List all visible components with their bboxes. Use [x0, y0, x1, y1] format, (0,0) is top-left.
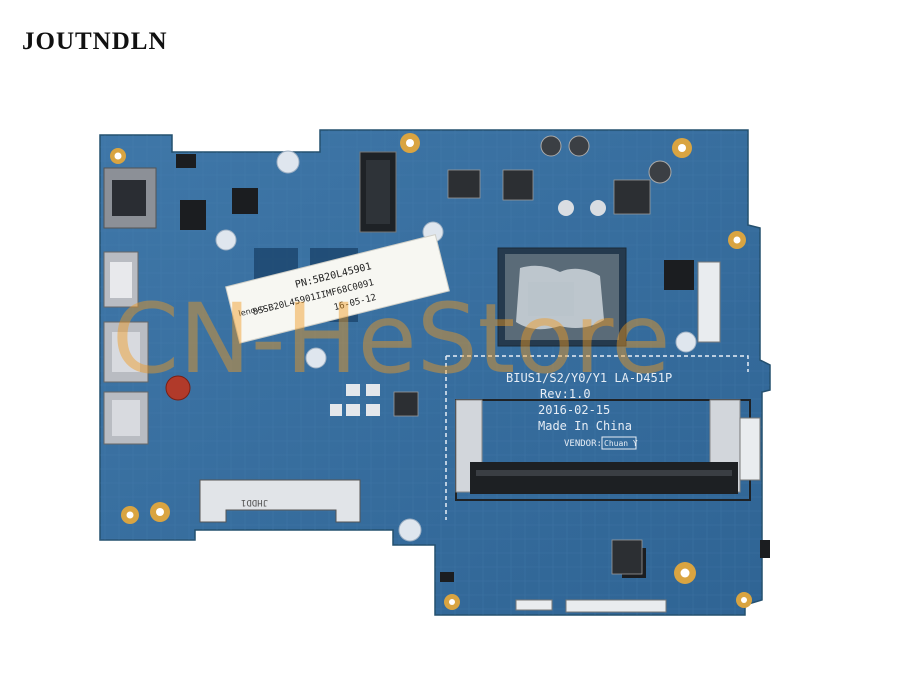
- flex-connectors: [515, 261, 761, 613]
- board-revision: Rev:1.0: [540, 387, 591, 401]
- inductors: [393, 169, 651, 575]
- hdd-connector-mark: JHDD1: [241, 497, 268, 507]
- ram-slot: [455, 399, 751, 501]
- capacitors: [165, 135, 672, 401]
- part-sticker: PN:5B20L45901 8SSB20L45901IIMF68C0091 16…: [225, 233, 450, 344]
- hdd-connector: JHDD1: [199, 479, 361, 523]
- vendor-label: VENDOR:: [564, 439, 602, 449]
- board-origin: Made In China: [538, 419, 632, 433]
- mounting-holes: [110, 133, 752, 610]
- board-model: BIUS1/S2/Y0/Y1 LA-D451P: [506, 371, 672, 385]
- smd-components: [330, 384, 380, 416]
- brand-logo: JOUTNDLN: [22, 28, 168, 55]
- watermark: CN-HeStore: [112, 283, 670, 395]
- board-date: 2016-02-15: [538, 403, 610, 417]
- cpu-chip: [497, 247, 627, 347]
- vendor-value: Chuan Y: [604, 439, 638, 448]
